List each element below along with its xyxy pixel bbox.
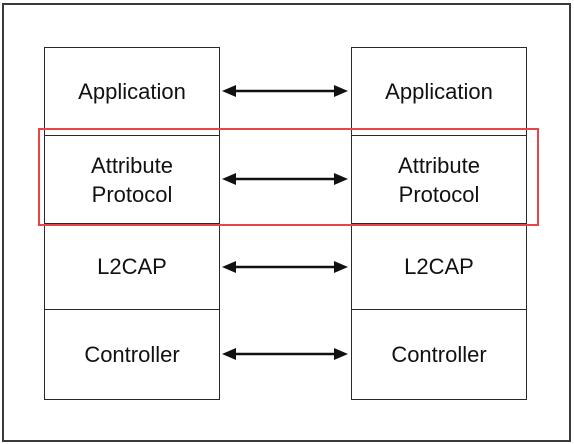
right-protocol-stack: Application Attribute Protocol L2CAP Con…: [351, 47, 527, 400]
left-protocol-stack: Application Attribute Protocol L2CAP Con…: [44, 47, 220, 400]
application-bidirectional-arrow: [222, 85, 348, 97]
right-controller-label: Controller: [391, 342, 487, 367]
left-l2cap-label: L2CAP: [97, 254, 167, 279]
right-application-label: Application: [385, 79, 493, 104]
right-attribute-protocol-layer: Attribute Protocol: [352, 136, 526, 224]
attribute-protocol-bidirectional-arrow: [222, 173, 348, 185]
l2cap-bidirectional-arrow: [222, 261, 348, 273]
attribute-protocol-highlight-box: [38, 128, 539, 226]
left-attribute-protocol-label: Attribute Protocol: [91, 152, 173, 207]
right-attribute-protocol-label: Attribute Protocol: [398, 152, 480, 207]
left-application-label: Application: [78, 79, 186, 104]
left-l2cap-layer: L2CAP: [45, 224, 219, 310]
left-application-layer: Application: [45, 48, 219, 136]
right-controller-layer: Controller: [352, 310, 526, 399]
left-attribute-protocol-layer: Attribute Protocol: [45, 136, 219, 224]
left-controller-label: Controller: [84, 342, 180, 367]
right-l2cap-layer: L2CAP: [352, 224, 526, 310]
controller-bidirectional-arrow: [222, 348, 348, 360]
right-l2cap-label: L2CAP: [404, 254, 474, 279]
right-application-layer: Application: [352, 48, 526, 136]
left-controller-layer: Controller: [45, 310, 219, 399]
